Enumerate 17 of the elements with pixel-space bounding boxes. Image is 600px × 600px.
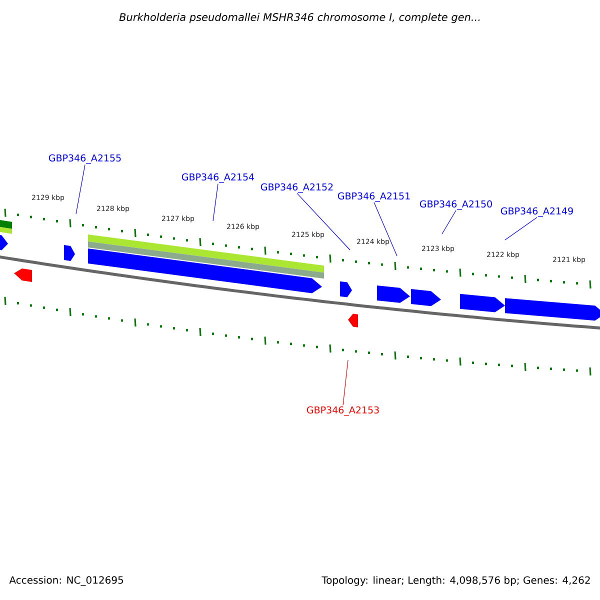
leader-line xyxy=(212,184,218,222)
gene-label: GBP346_A2151 xyxy=(338,192,410,202)
leader-line xyxy=(504,217,538,240)
gene-label: GBP346_A2149 xyxy=(500,207,573,217)
leader-line xyxy=(374,202,398,256)
leader-line xyxy=(296,193,350,250)
leader-line xyxy=(342,360,348,406)
summary-text: Topology: linear; Length: 4,098,576 bp; Genes: 4,262 xyxy=(322,576,590,586)
leader-line xyxy=(76,164,86,214)
title: Burkholderia pseudomallei MSHR346 chromosome I, complete gen... xyxy=(119,12,480,24)
gene-label: GBP346_A2155 xyxy=(48,154,121,164)
gene-label: GBP346_A2152 xyxy=(260,183,333,193)
gene-label: GBP346_A2153 xyxy=(306,406,379,416)
gene-label: GBP346_A2154 xyxy=(182,173,254,183)
accession-text: Accession: NC_012695 xyxy=(9,576,124,586)
leader-line xyxy=(442,210,456,234)
gene-label: GBP346_A2150 xyxy=(420,200,492,210)
